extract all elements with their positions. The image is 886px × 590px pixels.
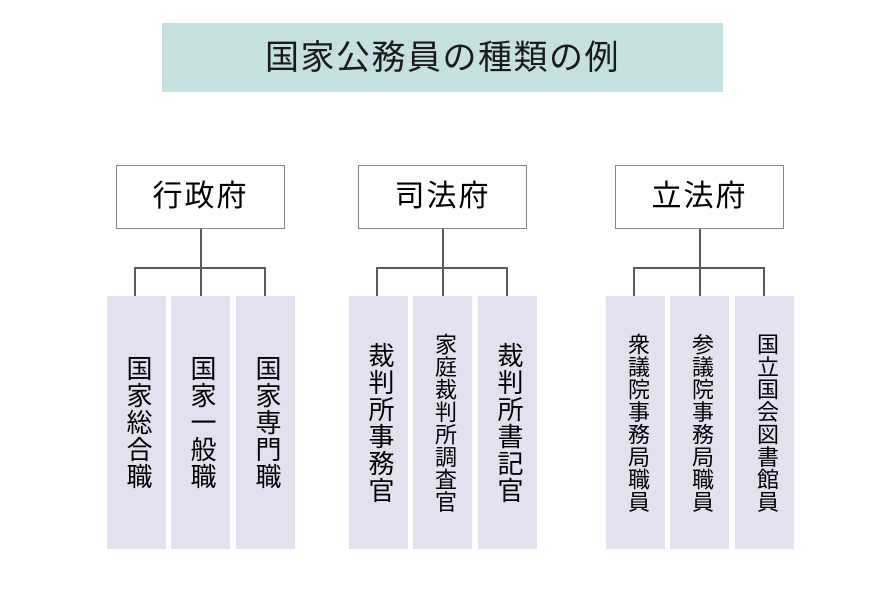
connector-stem xyxy=(698,229,701,267)
group-header-label: 行政府 xyxy=(152,179,249,214)
leaf-box[interactable]: 国家一般職 xyxy=(171,296,230,549)
leaf-label: 参議院事務局職員 xyxy=(687,332,713,513)
connector-stem xyxy=(441,229,444,267)
group-header-box-administrative[interactable]: 行政府 xyxy=(116,165,285,229)
leaf-row-legislative: 衆議院事務局職員 参議院事務局職員 国立国会図書館員 xyxy=(606,296,796,549)
leaf-label: 裁判所書記官 xyxy=(493,341,524,504)
page-title: 国家公務員の種類の例 xyxy=(265,37,620,78)
leaf-row-administrative: 国家総合職 国家一般職 国家専門職 xyxy=(107,296,297,549)
leaf-label: 国家総合職 xyxy=(122,355,153,490)
title-banner: 国家公務員の種類の例 xyxy=(162,23,723,92)
connector-drop-1 xyxy=(376,267,378,296)
leaf-box[interactable]: 裁判所書記官 xyxy=(478,296,537,549)
leaf-box[interactable]: 家庭裁判所調査官 xyxy=(413,296,472,549)
leaf-box[interactable]: 国家専門職 xyxy=(236,296,295,549)
leaf-label: 裁判所事務官 xyxy=(364,341,395,504)
connector-drop-3 xyxy=(264,267,266,296)
leaf-box[interactable]: 国立国会図書館員 xyxy=(735,296,794,549)
group-header-box-legislative[interactable]: 立法府 xyxy=(615,165,784,229)
connector-drop-2 xyxy=(698,267,701,296)
group-header-label: 司法府 xyxy=(394,179,491,214)
leaf-box[interactable]: 裁判所事務官 xyxy=(349,296,408,549)
leaf-label: 国家専門職 xyxy=(251,355,282,490)
connector-drop-1 xyxy=(633,267,635,296)
connector-drop-3 xyxy=(763,267,765,296)
connector-stem xyxy=(199,229,202,267)
group-header-box-judicial[interactable]: 司法府 xyxy=(358,165,527,229)
leaf-box[interactable]: 国家総合職 xyxy=(107,296,166,549)
leaf-box[interactable]: 衆議院事務局職員 xyxy=(606,296,665,549)
connector-drop-2 xyxy=(199,267,202,296)
group-header-label: 立法府 xyxy=(651,179,748,214)
connector-drop-1 xyxy=(134,267,136,296)
leaf-label: 家庭裁判所調査官 xyxy=(430,332,456,513)
connector-drop-3 xyxy=(506,267,508,296)
leaf-label: 国家一般職 xyxy=(186,355,217,490)
leaf-label: 衆議院事務局職員 xyxy=(623,332,649,513)
leaf-row-judicial: 裁判所事務官 家庭裁判所調査官 裁判所書記官 xyxy=(349,296,539,549)
leaf-box[interactable]: 参議院事務局職員 xyxy=(670,296,729,549)
connector-drop-2 xyxy=(441,267,444,296)
leaf-label: 国立国会図書館員 xyxy=(752,332,778,513)
